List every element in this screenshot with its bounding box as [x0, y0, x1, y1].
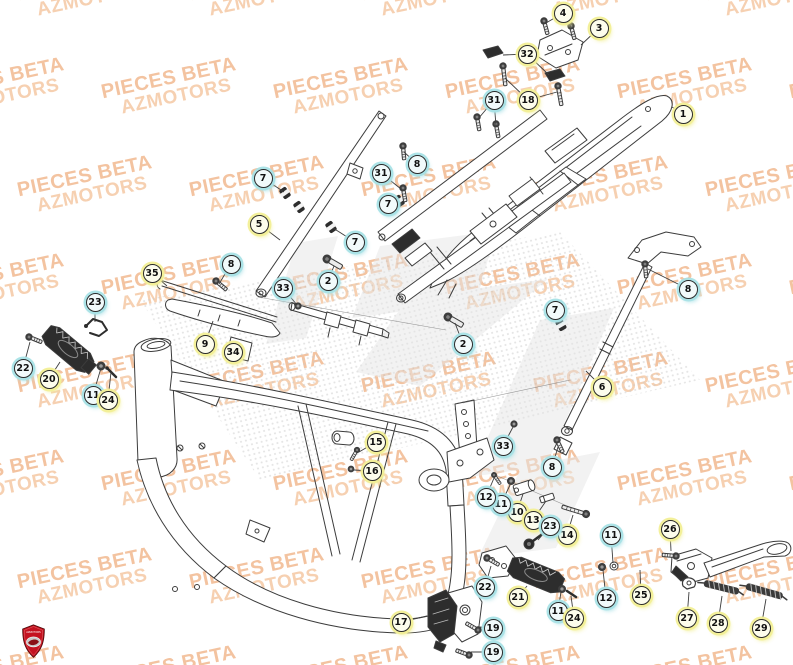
- callout-34[interactable]: 34: [223, 342, 243, 362]
- callout-24[interactable]: 24: [98, 390, 118, 410]
- callout-26[interactable]: 26: [660, 519, 680, 539]
- callout-16[interactable]: 16: [362, 461, 382, 481]
- callout-7[interactable]: 7: [545, 300, 565, 320]
- callout-18[interactable]: 18: [518, 90, 538, 110]
- callout-19[interactable]: 19: [483, 642, 503, 662]
- callout-8[interactable]: 8: [678, 279, 698, 299]
- part-spring: [697, 580, 745, 596]
- callout-8[interactable]: 8: [221, 254, 241, 274]
- part-subframe-rail-left: [255, 110, 387, 298]
- callout-12[interactable]: 12: [476, 487, 496, 507]
- callout-25[interactable]: 25: [631, 585, 651, 605]
- callout-29[interactable]: 29: [751, 618, 771, 638]
- callout-15[interactable]: 15: [366, 432, 386, 452]
- callout-2[interactable]: 2: [453, 334, 473, 354]
- callout-9[interactable]: 9: [195, 334, 215, 354]
- callout-2[interactable]: 2: [318, 271, 338, 291]
- callout-14[interactable]: 14: [557, 525, 577, 545]
- part-side-stand: [597, 540, 792, 601]
- callout-21[interactable]: 21: [508, 587, 528, 607]
- part-spring-hook: [681, 577, 696, 590]
- callout-31[interactable]: 31: [371, 163, 391, 183]
- callout-33[interactable]: 33: [493, 436, 513, 456]
- part-rubber-stop: [482, 45, 566, 82]
- part-brake-guard: [427, 585, 483, 653]
- part-subframe-rail-right: [553, 231, 702, 456]
- logo-text: AZMOTORS: [26, 630, 41, 634]
- callout-19[interactable]: 19: [483, 618, 503, 638]
- part-fasteners: [24, 16, 650, 660]
- callout-23[interactable]: 23: [85, 292, 105, 312]
- callout-4[interactable]: 4: [553, 3, 573, 23]
- callout-33[interactable]: 33: [273, 278, 293, 298]
- callout-11[interactable]: 11: [83, 385, 103, 405]
- callout-24[interactable]: 24: [564, 608, 584, 628]
- callout-8[interactable]: 8: [542, 457, 562, 477]
- callout-8[interactable]: 8: [407, 154, 427, 174]
- callout-28[interactable]: 28: [708, 613, 728, 633]
- callout-13[interactable]: 13: [523, 510, 543, 530]
- callout-10[interactable]: 10: [507, 502, 527, 522]
- part-main-frame: [133, 296, 571, 634]
- callout-1[interactable]: 1: [673, 104, 693, 124]
- part-pivot-axle: [288, 302, 390, 346]
- callout-7[interactable]: 7: [253, 168, 273, 188]
- part-seat-bracket: [536, 29, 584, 69]
- callout-22[interactable]: 22: [475, 577, 495, 597]
- callout-12[interactable]: 12: [596, 588, 616, 608]
- callout-35[interactable]: 35: [142, 263, 162, 283]
- part-footpeg-left: [41, 325, 118, 379]
- callout-22[interactable]: 22: [13, 358, 33, 378]
- callout-31[interactable]: 31: [484, 90, 504, 110]
- callout-7[interactable]: 7: [378, 194, 398, 214]
- callout-11[interactable]: 11: [601, 525, 621, 545]
- callout-3[interactable]: 3: [589, 18, 609, 38]
- callout-6[interactable]: 6: [592, 377, 612, 397]
- azmotors-logo: AZMOTORS: [22, 624, 45, 658]
- callout-27[interactable]: 27: [677, 608, 697, 628]
- callout-20[interactable]: 20: [39, 369, 59, 389]
- callout-5[interactable]: 5: [249, 214, 269, 234]
- callout-23[interactable]: 23: [540, 516, 560, 536]
- part-spring: [739, 583, 788, 601]
- callout-7[interactable]: 7: [345, 232, 365, 252]
- part-subframe-bracket: [377, 109, 588, 304]
- callout-32[interactable]: 32: [517, 44, 537, 64]
- callout-17[interactable]: 17: [391, 612, 411, 632]
